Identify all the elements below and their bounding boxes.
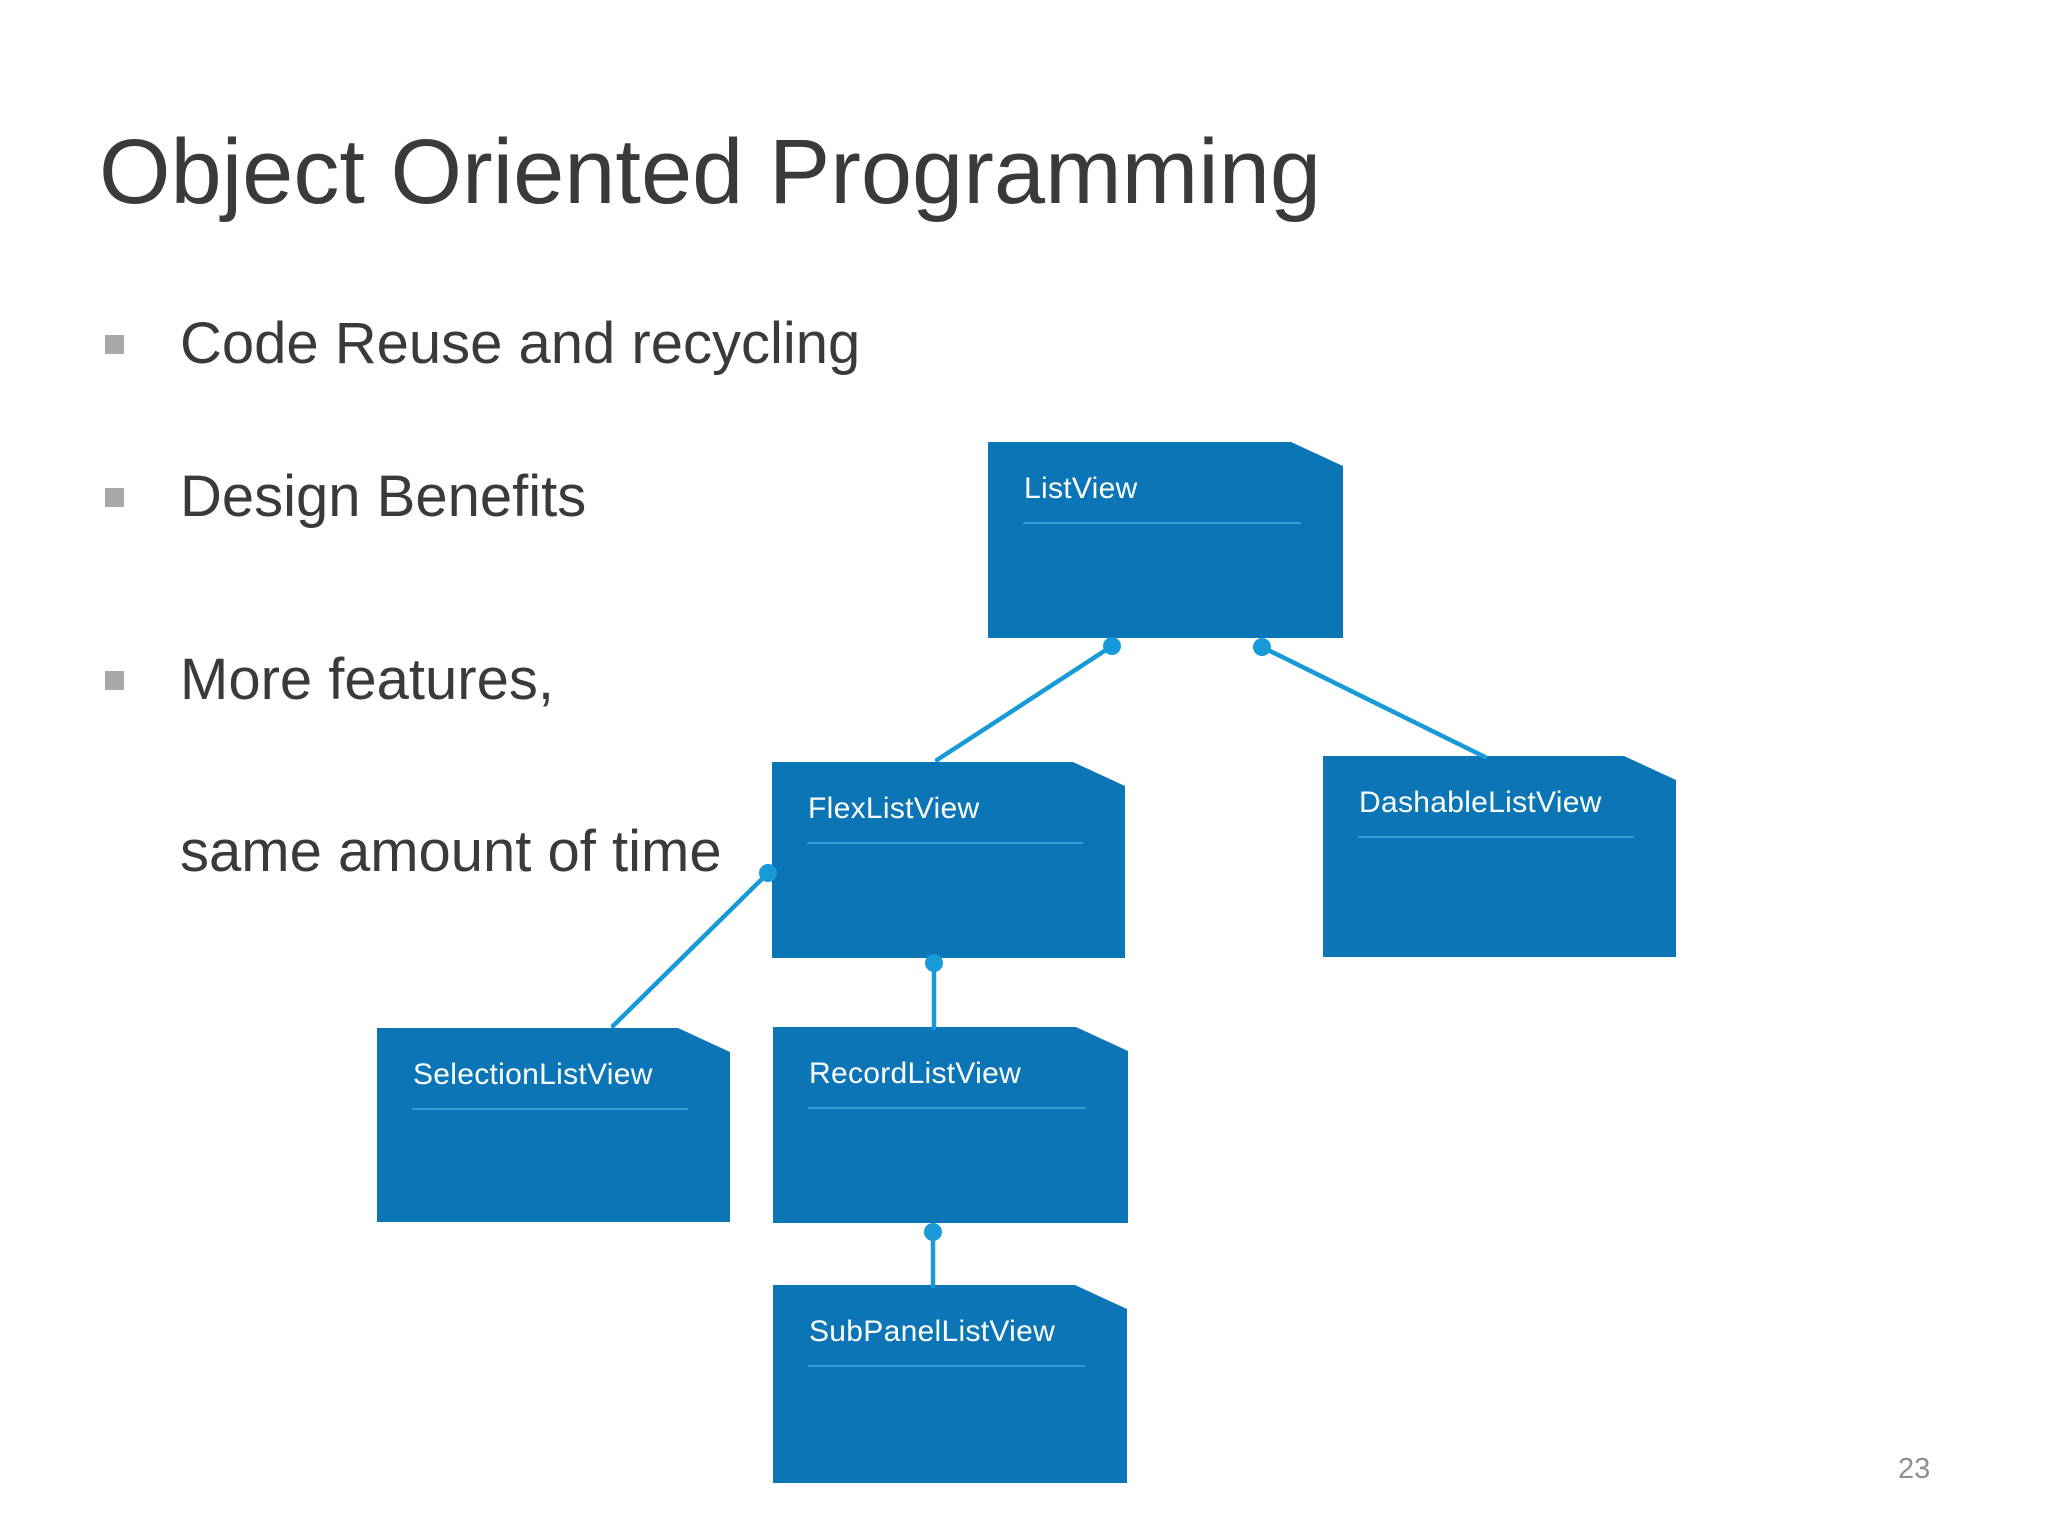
node-label: SubPanelListView — [809, 1315, 1056, 1348]
bullet-text: Code Reuse and recycling — [180, 311, 861, 376]
page-number: 23 — [1898, 1453, 1931, 1485]
connector-dot — [924, 1223, 942, 1241]
node-subpanellistview: SubPanelListView — [773, 1285, 1127, 1483]
node-label: RecordListView — [809, 1057, 1022, 1090]
node-dashablelistview: DashableListView — [1323, 756, 1676, 957]
node-separator — [807, 842, 1083, 844]
node-label: SelectionListView — [413, 1058, 653, 1091]
node-label: DashableListView — [1359, 786, 1602, 819]
bullet-item: Code Reuse and recycling — [105, 315, 860, 373]
node-separator — [808, 1107, 1086, 1109]
node-flexlistview: FlexListView — [772, 762, 1125, 958]
connector-dot — [1253, 638, 1271, 656]
connector-dot — [1103, 637, 1121, 655]
edge-flexlistview-selectionlistview — [610, 870, 771, 1029]
bullet-marker — [105, 488, 124, 507]
bullet-text: Design Benefits — [180, 464, 587, 529]
bullet-item: More features, — [105, 651, 554, 709]
node-listview: ListView — [988, 442, 1343, 638]
edge-listview-dashablelistview — [1259, 644, 1488, 760]
node-selectionlistview: SelectionListView — [377, 1028, 730, 1222]
node-recordlistview: RecordListView — [773, 1027, 1128, 1223]
bullet-marker — [105, 335, 124, 354]
node-separator — [1023, 522, 1301, 524]
node-separator — [412, 1108, 688, 1110]
bullet-item: Design Benefits — [105, 468, 586, 526]
node-label: FlexListView — [808, 792, 980, 825]
node-separator — [808, 1365, 1085, 1367]
bullet-marker — [105, 671, 124, 690]
edge-listview-flexlistview — [934, 643, 1115, 763]
node-label: ListView — [1024, 472, 1138, 505]
bullet-text: More features, — [180, 647, 554, 712]
node-separator — [1358, 836, 1634, 838]
slide-title: Object Oriented Programming — [99, 121, 1322, 223]
